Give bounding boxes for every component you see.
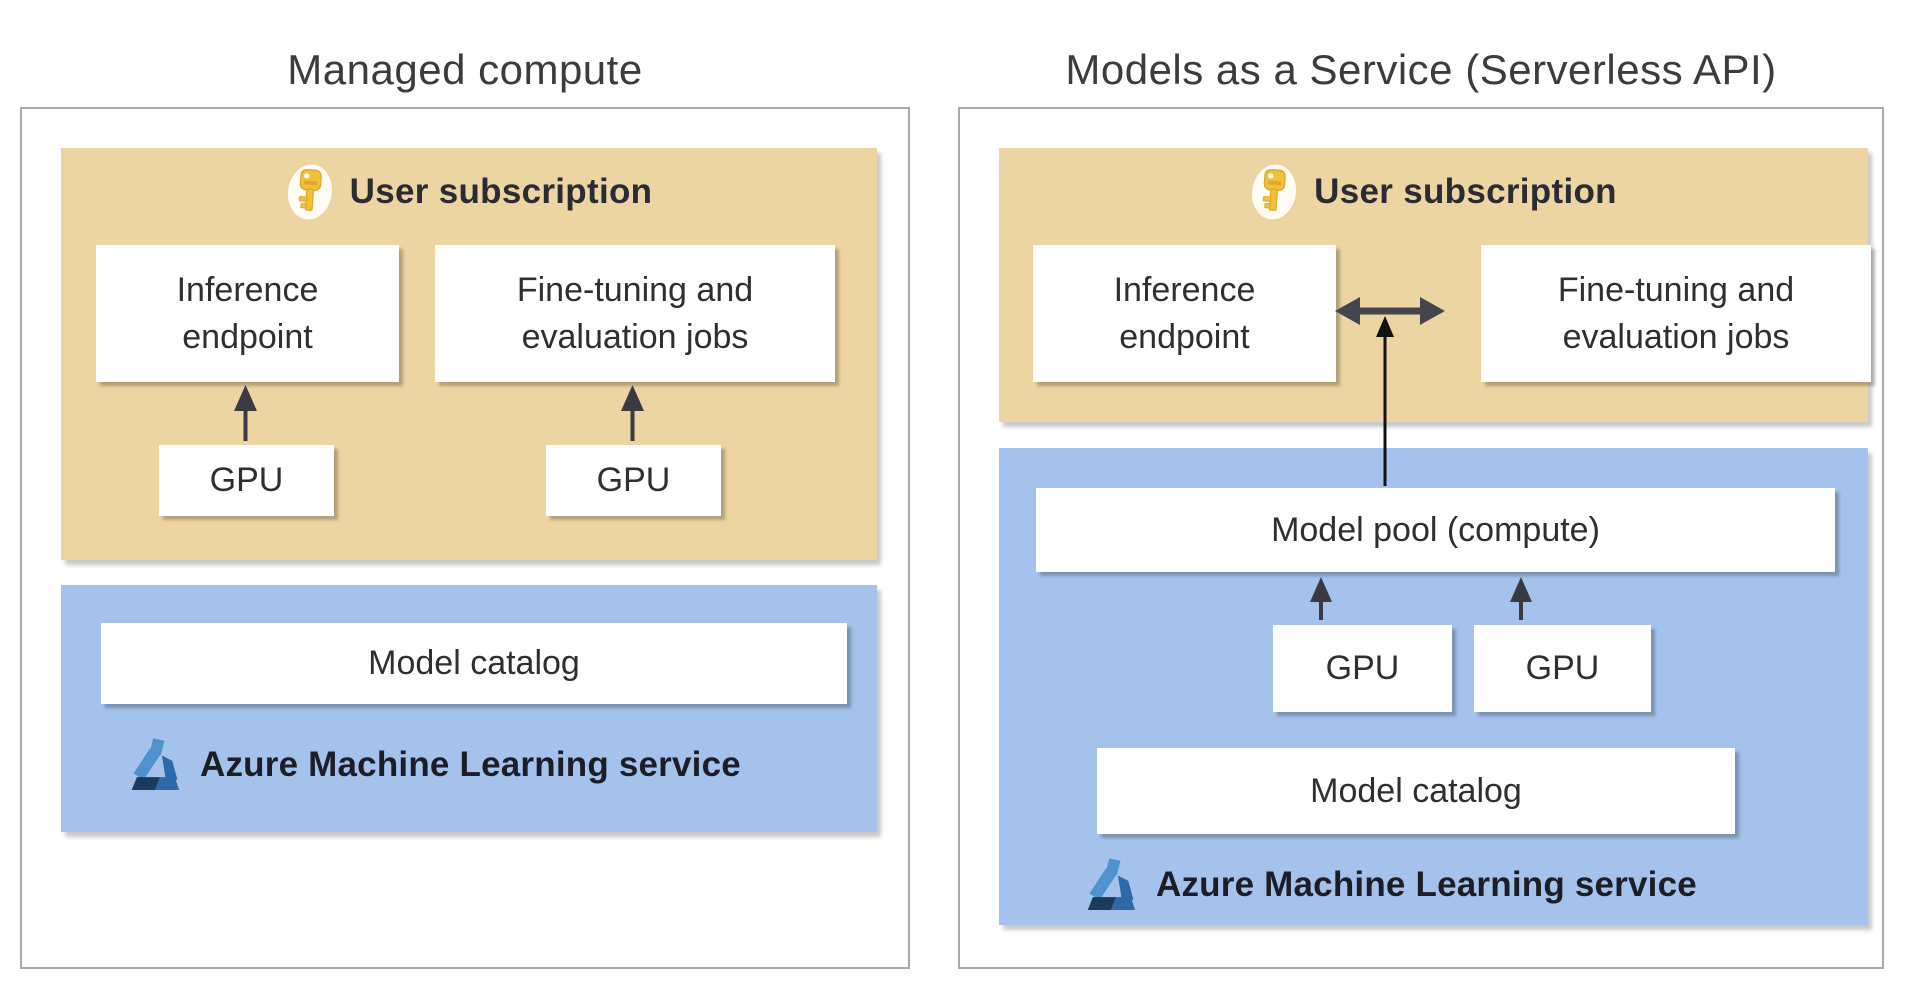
right-user-subscription-header: User subscription: [999, 162, 1868, 222]
left-model-catalog-box: Model catalog: [101, 623, 847, 704]
right-panel-title: Models as a Service (Serverless API): [1065, 46, 1777, 93]
left-model-catalog-label: Model catalog: [368, 644, 580, 683]
left-azure-ml-service-label: Azure Machine Learning service: [200, 745, 741, 784]
right-user-subscription-label: User subscription: [1314, 172, 1617, 211]
managed-compute-panel: User subscription Inference endpoint Fin…: [20, 107, 910, 969]
left-user-subscription-header: User subscription: [61, 162, 877, 222]
left-gpu-box-1: GPU: [159, 445, 334, 516]
key-icon: [1250, 163, 1298, 221]
left-inference-endpoint-box: Inference endpoint: [96, 245, 399, 382]
right-azure-ml-group: Model pool (compute) GPU GPU Model catal…: [999, 448, 1868, 925]
right-gpu-1-label: GPU: [1325, 649, 1400, 688]
right-finetuning-jobs-label: Fine-tuning and evaluation jobs: [1557, 270, 1795, 356]
right-azure-ml-service-label: Azure Machine Learning service: [1156, 865, 1697, 904]
models-as-a-service-panel: User subscription Inference endpoint Fin…: [958, 107, 1884, 969]
right-model-catalog-box: Model catalog: [1097, 748, 1735, 834]
right-inference-endpoint-box: Inference endpoint: [1033, 245, 1336, 382]
right-gpu-2-label: GPU: [1525, 649, 1600, 688]
right-azure-ml-service-row: Azure Machine Learning service: [1086, 854, 1697, 916]
right-gpu-box-2: GPU: [1474, 625, 1651, 712]
left-azure-ml-group: Model catalog Azure Machine Learning ser…: [61, 585, 877, 832]
right-finetuning-jobs-box: Fine-tuning and evaluation jobs: [1481, 245, 1871, 382]
left-user-subscription-label: User subscription: [349, 172, 653, 211]
left-azure-ml-service-row: Azure Machine Learning service: [130, 734, 741, 796]
azure-ml-icon: [131, 738, 180, 790]
right-model-catalog-label: Model catalog: [1310, 771, 1522, 810]
left-finetuning-jobs-label: Fine-tuning and evaluation jobs: [516, 270, 754, 356]
left-user-subscription-group: User subscription Inference endpoint Fin…: [61, 148, 877, 560]
left-panel-title: Managed compute: [287, 46, 643, 93]
right-model-pool-label: Model pool (compute): [1271, 510, 1600, 549]
left-gpu-box-2: GPU: [546, 445, 721, 516]
right-user-subscription-group: User subscription Inference endpoint Fin…: [999, 148, 1871, 422]
right-model-pool-box: Model pool (compute): [1036, 488, 1835, 572]
azure-ml-icon: [1087, 858, 1136, 910]
right-inference-endpoint-label: Inference endpoint: [1113, 270, 1256, 356]
left-gpu-2-label: GPU: [596, 461, 671, 500]
left-gpu-1-label: GPU: [209, 461, 284, 500]
left-finetuning-jobs-box: Fine-tuning and evaluation jobs: [435, 245, 835, 382]
key-icon: [286, 163, 334, 221]
right-gpu-box-1: GPU: [1273, 625, 1452, 712]
left-inference-endpoint-label: Inference endpoint: [176, 270, 319, 356]
